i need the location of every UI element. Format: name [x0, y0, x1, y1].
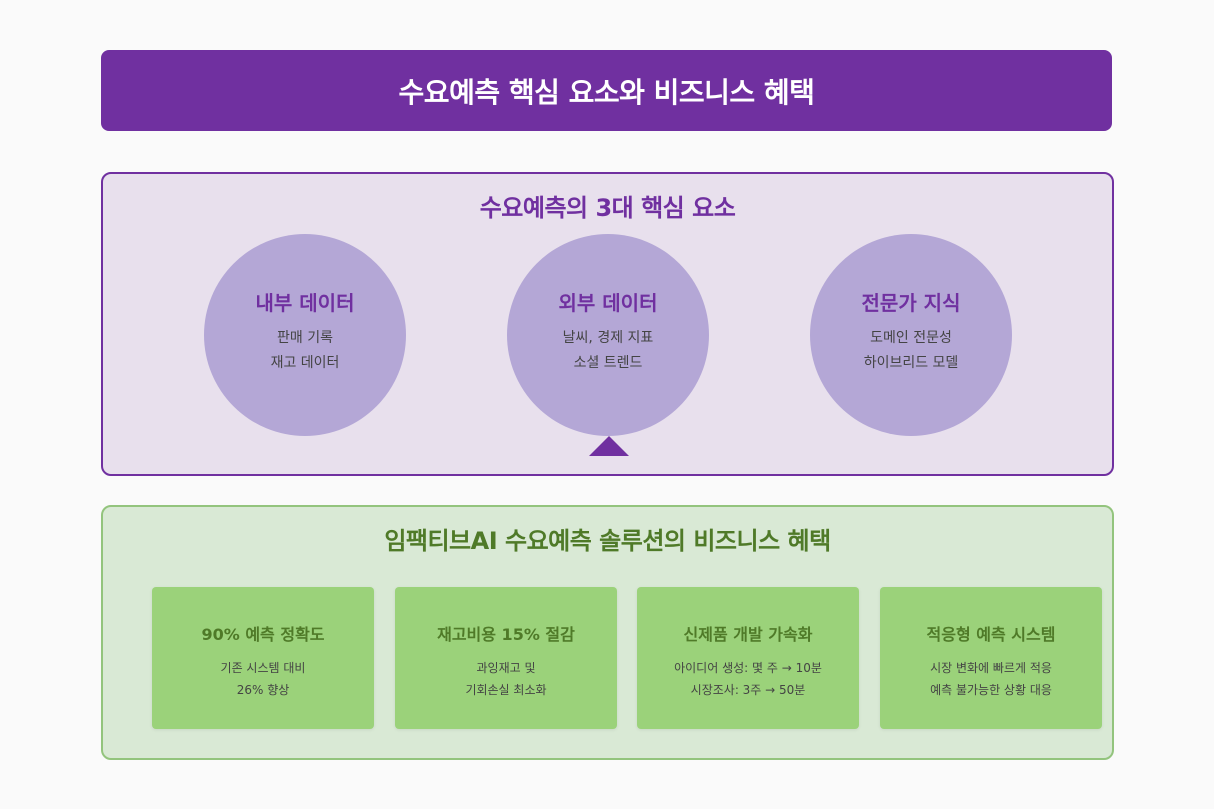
- benefit-detail: 예측 불가능한 상황 대응: [930, 683, 1052, 697]
- business-benefits-panel: 임팩티브AI 수요예측 솔루션의 비즈니스 혜택 90% 예측 정확도 기존 시…: [101, 505, 1114, 760]
- core-elements-title: 수요예측의 3대 핵심 요소: [479, 194, 736, 222]
- benefit-card-adaptive-system: 적응형 예측 시스템 시장 변화에 빠르게 적응 예측 불가능한 상황 대응: [880, 587, 1102, 729]
- benefit-card-inventory-cost: 재고비용 15% 절감 과잉재고 및 기회손실 최소화: [395, 587, 617, 729]
- element-detail: 판매 기록: [277, 329, 333, 346]
- business-benefits-title: 임팩티브AI 수요예측 솔루션의 비즈니스 혜택: [384, 527, 831, 555]
- benefit-title: 적응형 예측 시스템: [926, 625, 1056, 644]
- triangle-pointer-icon: [589, 436, 629, 456]
- element-title: 외부 데이터: [558, 290, 658, 315]
- page-title: 수요예측 핵심 요소와 비즈니스 혜택: [398, 75, 815, 109]
- benefit-card-new-product: 신제품 개발 가속화 아이디어 생성: 몇 주 → 10분 시장조사: 3주 →…: [637, 587, 859, 729]
- element-circle-external-data: 외부 데이터 날씨, 경제 지표 소셜 트렌드: [507, 234, 709, 436]
- element-detail: 날씨, 경제 지표: [562, 329, 654, 346]
- element-detail: 도메인 전문성: [870, 329, 952, 346]
- element-title: 내부 데이터: [255, 290, 355, 315]
- benefit-detail: 아이디어 생성: 몇 주 → 10분: [674, 661, 822, 675]
- benefit-detail: 26% 향상: [236, 683, 290, 697]
- element-detail: 하이브리드 모델: [863, 354, 959, 371]
- element-circle-internal-data: 내부 데이터 판매 기록 재고 데이터: [204, 234, 406, 436]
- element-detail: 재고 데이터: [270, 354, 340, 371]
- benefit-detail: 시장조사: 3주 → 50분: [690, 683, 806, 697]
- benefit-card-accuracy: 90% 예측 정확도 기존 시스템 대비 26% 향상: [152, 587, 374, 729]
- benefit-title: 신제품 개발 가속화: [683, 625, 813, 644]
- benefit-detail: 과잉재고 및: [476, 661, 536, 675]
- benefit-detail: 기존 시스템 대비: [220, 661, 306, 675]
- benefit-detail: 시장 변화에 빠르게 적응: [930, 661, 1052, 675]
- element-title: 전문가 지식: [861, 290, 961, 315]
- benefit-detail: 기회손실 최소화: [465, 683, 547, 697]
- element-detail: 소셜 트렌드: [573, 354, 643, 371]
- core-elements-panel: 수요예측의 3대 핵심 요소 내부 데이터 판매 기록 재고 데이터 외부 데이…: [101, 172, 1114, 476]
- benefit-title: 재고비용 15% 절감: [437, 625, 575, 644]
- title-banner: 수요예측 핵심 요소와 비즈니스 혜택: [101, 50, 1112, 131]
- element-circle-expert-knowledge: 전문가 지식 도메인 전문성 하이브리드 모델: [810, 234, 1012, 436]
- benefit-title: 90% 예측 정확도: [201, 625, 325, 644]
